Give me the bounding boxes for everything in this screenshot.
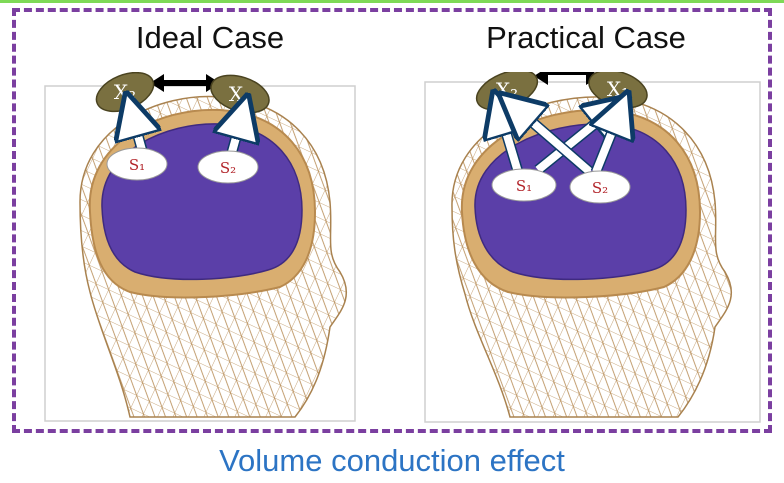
source-s1: S₁ (107, 148, 167, 180)
ideal-case-title: Ideal Case (80, 20, 340, 56)
svg-text:X₁: X₁ (229, 82, 251, 106)
svg-text:S₂: S₂ (592, 179, 608, 197)
svg-text:X₂: X₂ (496, 78, 518, 102)
source-s2: S₂ (198, 151, 258, 183)
practical-case-diagram: X₂ X₁ S₁ S₂ (420, 72, 770, 427)
svg-text:S₁: S₁ (516, 177, 532, 195)
svg-text:S₁: S₁ (129, 156, 145, 174)
svg-text:X₂: X₂ (114, 80, 136, 104)
practical-case-title: Practical Case (456, 20, 716, 56)
svg-text:S₂: S₂ (220, 159, 236, 177)
source-s2: S₂ (570, 171, 630, 203)
top-accent-line (0, 0, 784, 3)
svg-text:X₁: X₁ (607, 77, 629, 101)
ideal-case-diagram: X₂ X₁ S₁ S₂ (40, 72, 360, 427)
source-s1: S₁ (492, 169, 556, 201)
figure-caption: Volume conduction effect (0, 443, 784, 479)
